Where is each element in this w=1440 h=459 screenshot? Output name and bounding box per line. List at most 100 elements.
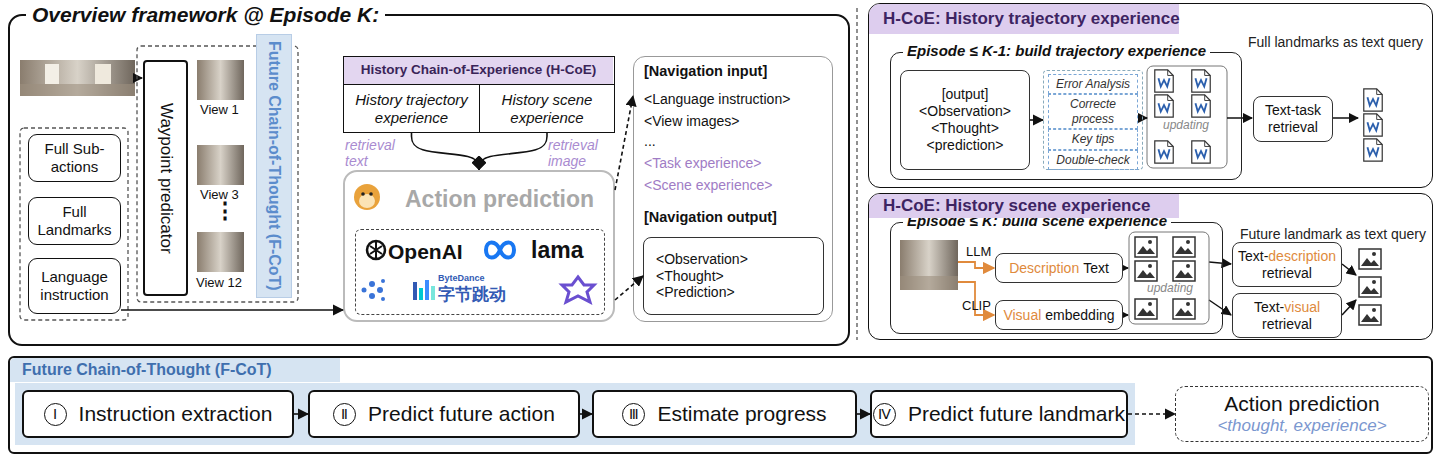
retrieval-box: Text-task retrieval (1253, 96, 1333, 142)
node-text: [output] (942, 86, 989, 103)
group-bracket (856, 8, 857, 340)
node-heading: Action prediction (405, 186, 594, 214)
model-logo (381, 279, 385, 283)
node-text: ... (644, 133, 656, 150)
build-box: DescriptionTextVisualembeddingEpisode ≤ … (890, 222, 1223, 334)
flow-arrow (1209, 300, 1231, 315)
node-text: Key tips (1048, 129, 1138, 149)
result-box: Action prediction<thought, experience> (1175, 386, 1429, 442)
node-heading: [Navigation input] (644, 63, 767, 80)
flow-arrow (135, 78, 142, 79)
step-band (15, 383, 1135, 445)
scene-image (900, 276, 958, 290)
node-text: embedding (1045, 307, 1114, 324)
model-logo (381, 297, 385, 301)
node-text: <Thought> (656, 268, 724, 285)
input-box: Language instruction (28, 258, 121, 314)
panorama-image (20, 60, 135, 96)
node-text: Text- (1254, 299, 1284, 316)
model-logo (367, 241, 385, 259)
document-icon (1155, 141, 1173, 163)
model-group: OpenAIlamaByteDance字节跳动 (355, 229, 605, 315)
document-icon (1192, 70, 1210, 92)
node-text: Full Sub-actions (31, 140, 118, 176)
view-image (197, 232, 244, 272)
connector-arrow (294, 413, 308, 415)
node-text: retrieval (1235, 265, 1339, 282)
experience-cell: History scene experience (479, 84, 615, 133)
connector-arrow (121, 309, 343, 311)
mascot-icon (354, 184, 380, 210)
flow-arrow (1333, 117, 1358, 119)
label-text: View 12 (196, 276, 242, 291)
view-image (197, 60, 244, 100)
label-text: updating (1163, 119, 1209, 133)
label-text: View 1 (200, 103, 239, 118)
panorama-image (20, 84, 135, 96)
node-text: Future Chain-of-Thought (F-CoT) (264, 41, 283, 291)
model-logo (425, 280, 429, 300)
flow-arrow (135, 77, 142, 79)
model-logo (486, 243, 514, 258)
node-text: <Observation> (656, 251, 748, 268)
step-band (15, 383, 1135, 445)
model-logo (419, 288, 423, 300)
node-text: <Language instruction> (644, 91, 790, 108)
model-logo (370, 241, 382, 259)
node-text: Full Landmarks (31, 203, 118, 239)
flow-arrow (1123, 314, 1128, 316)
node-text: Instruction extraction (79, 401, 273, 426)
node-text: visual (1284, 299, 1320, 316)
scene-image (900, 240, 958, 290)
node-text: Text (1083, 260, 1109, 277)
fcot-panel: ⅠInstruction extractionⅡPredict future a… (8, 356, 1433, 454)
node-text: Double-check (1048, 150, 1138, 170)
experience-box: History trajectory experience History sce… (343, 56, 615, 133)
analysis-group: Error AnalysisCorrecte processKey tipsDo… (1043, 70, 1143, 170)
action-box: OpenAIlamaByteDance字节跳动 Action prediction (343, 170, 615, 322)
connector-arrow (1030, 119, 1043, 121)
model-logo (362, 288, 367, 293)
label-text: updating (1147, 282, 1193, 296)
scene-image (1359, 249, 1381, 269)
node-text: Ⅳ (873, 403, 896, 426)
group-bracket (20, 8, 857, 340)
node-text: lama (531, 237, 583, 265)
document-icon (1155, 95, 1173, 117)
connector-arrow (1128, 413, 1175, 415)
output-box: <Observation><Thought><Prediction> (643, 237, 824, 315)
mascot-icon (359, 194, 375, 208)
experience-panel: DescriptionTextVisualembeddingEpisode ≤ … (868, 193, 1433, 340)
model-logo (369, 281, 375, 287)
experience-panel: [output]<Observation><Thought><predictio… (868, 3, 1433, 188)
node-heading: Future Chain-of-Thought (F-CoT) (10, 358, 340, 382)
label-text: CLIP (962, 299, 991, 314)
step-box: ⅠInstruction extraction (22, 390, 294, 438)
mascot-icon (369, 192, 373, 196)
node-text: History trajectory experience (350, 91, 473, 127)
step-box: ⅢEstimate progress (592, 390, 857, 438)
node-text: <thought, experience> (1217, 416, 1386, 436)
panorama-image (20, 60, 135, 96)
retrieval-box: Text-descriptionretrieval (1232, 242, 1342, 287)
node-text: Ⅲ (622, 403, 645, 426)
connector-arrow (412, 133, 480, 170)
document-icon (1192, 141, 1210, 163)
panorama-image (95, 64, 111, 84)
panorama-image (45, 64, 59, 84)
document-icon (1364, 114, 1382, 136)
node-text: History scene experience (486, 91, 608, 127)
node-text: <Prediction> (656, 284, 735, 301)
flow-arrow (1123, 267, 1128, 269)
document-icon (1155, 70, 1173, 92)
model-logo (562, 277, 594, 302)
module-box: Waypoint predicator (143, 60, 188, 296)
label-text: Full landmarks as text query (1248, 34, 1423, 50)
connector-arrow (615, 96, 633, 190)
node-text: description (1268, 248, 1336, 265)
scene-image (1135, 237, 1157, 257)
document-icon (1364, 139, 1382, 161)
mascot-icon (354, 184, 380, 210)
document-icon (1192, 95, 1210, 117)
